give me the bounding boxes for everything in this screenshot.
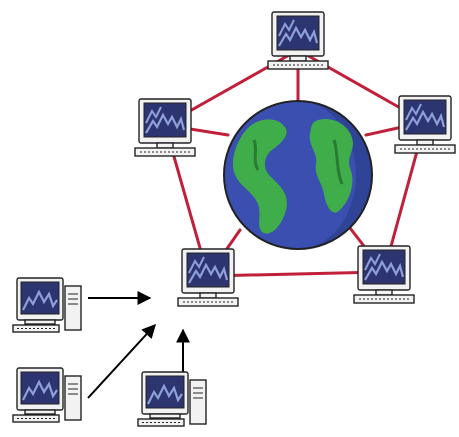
globe-icon bbox=[223, 100, 373, 250]
network-computer-bottom-right[interactable] bbox=[352, 244, 416, 305]
link-bottom-right-bottom-left bbox=[206, 270, 386, 278]
client-computer-bottom[interactable] bbox=[136, 370, 208, 428]
client-computer-bottom-left[interactable] bbox=[11, 366, 83, 424]
client-arrows bbox=[87, 291, 190, 399]
network-computer-top[interactable] bbox=[266, 10, 330, 71]
network-computer-bottom-left[interactable] bbox=[176, 247, 240, 308]
client-computer-left[interactable] bbox=[11, 276, 83, 334]
network-computer-right[interactable] bbox=[393, 94, 457, 155]
arrow-icon bbox=[87, 323, 156, 399]
network-computer-left[interactable] bbox=[133, 97, 197, 158]
